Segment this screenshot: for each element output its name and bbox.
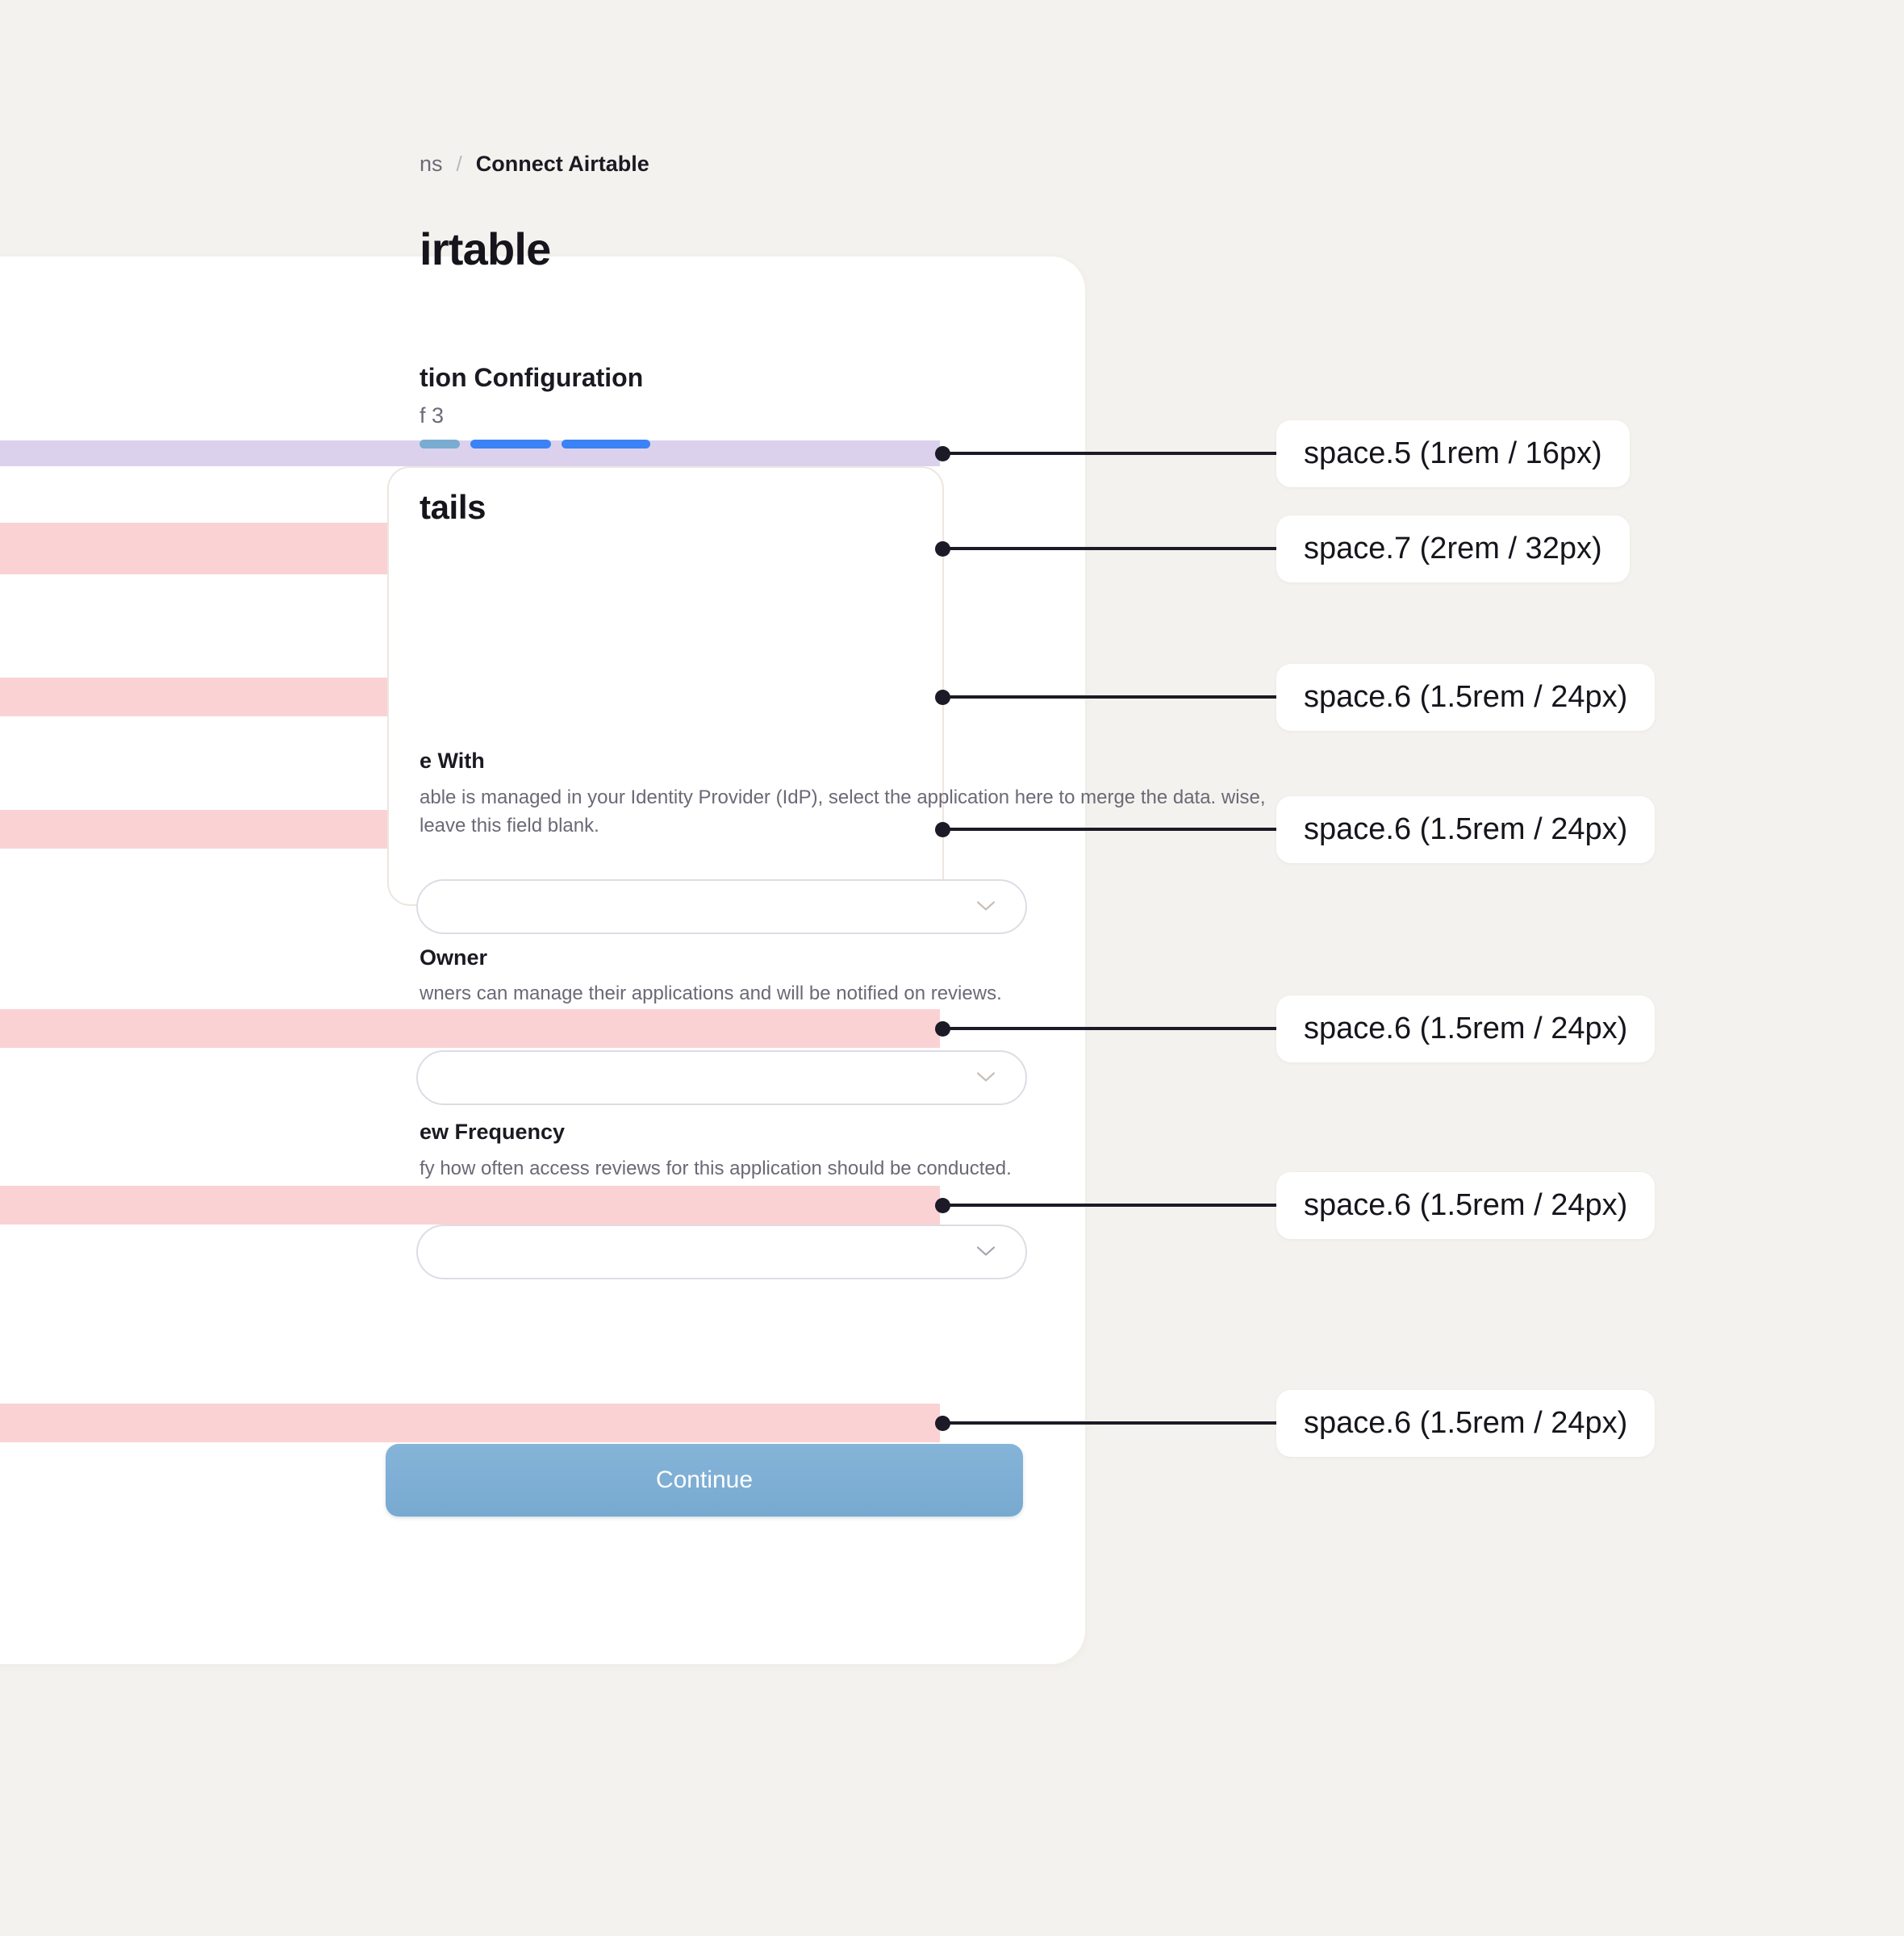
continue-button-label: Continue [655,1467,754,1493]
continue-button[interactable]: Continue [386,1444,1023,1517]
chevron-down-icon [977,1072,995,1082]
field-help-owner: wners can manage their applications and … [420,980,1307,1008]
breadcrumb: ns / Connect Airtable [420,152,649,177]
annotation-label-a2: space.7 (2rem / 32px) [1276,515,1630,582]
annotation-label-a7: space.6 (1.5rem / 24px) [1276,1390,1656,1457]
field-label-review-frequency: ew Frequency [420,1120,566,1144]
field-help-text: able is managed in your Identity Provide… [420,786,1266,837]
spacing-band-a1 [0,440,940,466]
chevron-down-icon [977,901,995,911]
leader-line-a3 [942,695,1283,699]
annotation-label-a4: space.6 (1.5rem / 24px) [1276,796,1656,863]
annotation-label-a6: space.6 (1.5rem / 24px) [1276,1172,1656,1239]
field-label-owner: Owner [420,945,488,970]
progress-segment-step-3 [562,440,650,449]
breadcrumb-parent[interactable]: ns [420,152,443,176]
spacing-band-a6 [0,1186,940,1225]
progress-stepper [420,440,650,449]
leader-line-a7 [942,1421,1283,1425]
form-card [387,466,944,906]
merge-with-select[interactable] [416,879,1027,934]
leader-line-a6 [942,1204,1283,1207]
review-frequency-select[interactable] [416,1225,1027,1279]
chevron-down-icon [977,1246,995,1256]
spacing-band-a7 [0,1404,940,1442]
field-label-merge-with: e With [420,749,485,773]
spacing-band-a5 [0,1009,940,1048]
field-help-text: fy how often access reviews for this app… [420,1158,1012,1179]
step-title: tion Configuration [420,363,644,392]
page-title: irtable [420,223,551,274]
leader-line-a2 [942,547,1283,550]
leader-line-a5 [942,1027,1283,1030]
field-help-text: wners can manage their applications and … [420,983,1002,1004]
leader-line-a1 [942,452,1283,455]
breadcrumb-separator: / [456,152,462,176]
annotation-label-a3: space.6 (1.5rem / 24px) [1276,664,1656,731]
annotation-label-a1: space.5 (1rem / 16px) [1276,420,1630,487]
section-title: tails [420,488,486,526]
owner-select[interactable] [416,1050,1027,1105]
breadcrumb-current: Connect Airtable [475,152,649,176]
leader-line-a4 [942,828,1283,831]
field-help-review-frequency: fy how often access reviews for this app… [420,1155,1307,1183]
annotation-label-a5: space.6 (1.5rem / 24px) [1276,995,1656,1062]
progress-segment-step-1 [420,440,460,449]
step-count: f 3 [420,403,445,428]
field-help-merge-with: able is managed in your Identity Provide… [420,784,1307,841]
progress-segment-step-2 [470,440,551,449]
